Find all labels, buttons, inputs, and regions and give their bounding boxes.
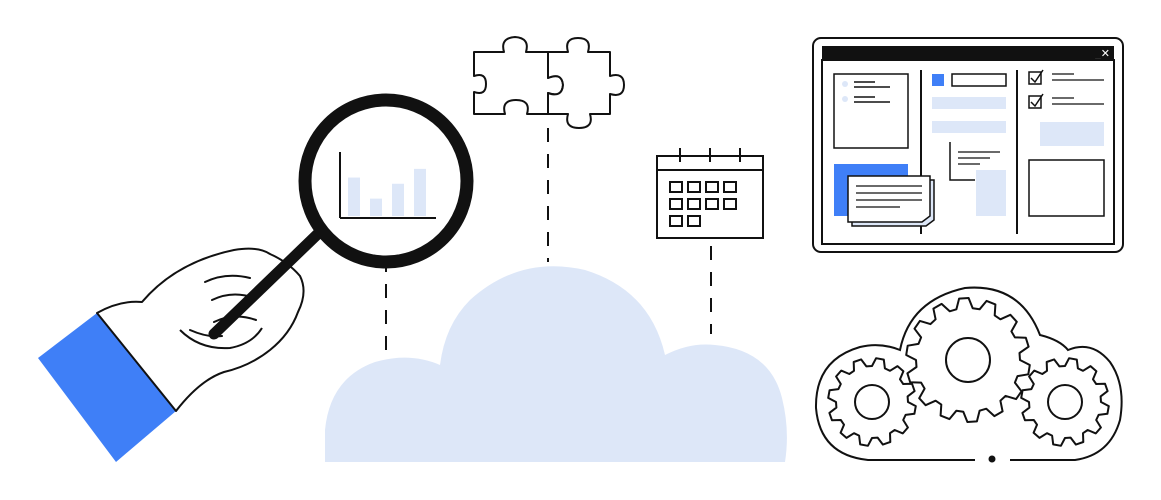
- magnifier-handle: [208, 220, 332, 340]
- lens-bar: [392, 183, 404, 216]
- lens-bar: [370, 198, 382, 216]
- cloud-icon: [325, 266, 787, 462]
- calendar-icon: [656, 148, 764, 239]
- window-controls: _✕: [1094, 47, 1110, 60]
- gears-cloud-icon: [814, 286, 1123, 463]
- gear-right: [1020, 357, 1110, 447]
- magnifier-lens: [298, 93, 474, 269]
- hand: [96, 247, 305, 412]
- app-window-icon: _✕: [812, 37, 1124, 253]
- hand-with-magnifier: [38, 93, 474, 462]
- dashed-connectors: [385, 128, 712, 356]
- sleeve: [38, 313, 176, 462]
- puzzle-pieces-icon: [473, 36, 625, 129]
- lens-bar: [414, 168, 426, 216]
- magnified-bar-chart: [339, 152, 436, 219]
- gear-left: [827, 357, 917, 447]
- lens-bar: [348, 177, 360, 216]
- gear-large: [905, 297, 1031, 423]
